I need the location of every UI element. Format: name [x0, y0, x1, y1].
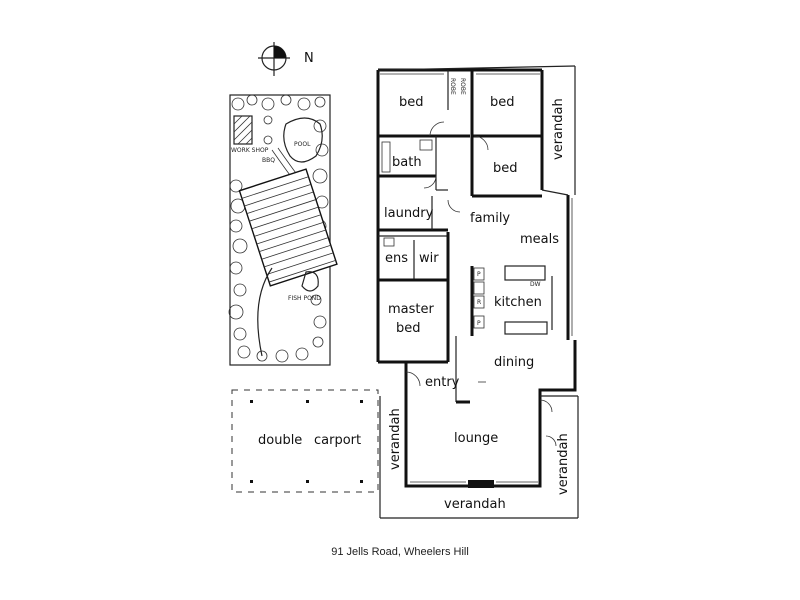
kitchen-bench: [504, 265, 546, 281]
fridge-label: R: [477, 299, 481, 306]
site-house: [238, 168, 338, 287]
windows: [380, 73, 573, 483]
compass-fill: [274, 46, 286, 58]
door-swings: [405, 121, 557, 447]
site-fish-pond-label: FISH POND: [288, 295, 321, 302]
room-wir: wir: [419, 251, 439, 266]
site-pool-label: POOL: [294, 141, 311, 148]
carport-outline: [231, 389, 379, 493]
pantry-label-1: P: [477, 271, 481, 278]
room-bed-2: bed: [490, 95, 515, 110]
room-bed-1: bed: [399, 95, 424, 110]
verandah-right-bottom-label: verandah: [556, 433, 571, 495]
room-entry: entry: [425, 375, 460, 390]
site-driveway: [257, 267, 273, 357]
address-caption: 91 Jells Road, Wheelers Hill: [331, 546, 469, 558]
compass-north-label: N: [304, 51, 314, 66]
site-plan: WORK SHOP POOL BBQ FISH POND: [228, 94, 338, 366]
room-dining: dining: [494, 355, 534, 370]
dishwasher-label: DW: [530, 281, 541, 288]
room-ens: ens: [385, 251, 408, 266]
east-wall-step: [541, 189, 569, 196]
site-pool: [283, 117, 323, 163]
kitchen-island: [504, 321, 548, 335]
room-lounge: lounge: [454, 431, 498, 446]
site-shrubs: [228, 94, 329, 363]
north-verandah-edge: [377, 65, 576, 71]
site-workshop-label: WORK SHOP: [231, 147, 269, 154]
room-meals: meals: [520, 232, 559, 247]
carport-posts: [250, 400, 363, 483]
house-walls: [376, 65, 577, 488]
room-master-line2: bed: [396, 321, 421, 336]
robe-label-1: ROBE: [449, 78, 456, 95]
site-boundary: [229, 94, 331, 366]
room-master-line1: master: [388, 302, 434, 317]
verandah-left-label: verandah: [388, 408, 403, 470]
room-family: family: [470, 211, 510, 226]
room-bed-3: bed: [493, 161, 518, 176]
fixtures-outline: [381, 139, 486, 383]
site-fish-pond: [301, 271, 319, 292]
fireplace: [468, 480, 494, 488]
room-bath: bath: [392, 155, 422, 170]
carport-label-double: double: [258, 433, 302, 448]
pantry-label-2: P: [477, 320, 481, 327]
verandah-bottom-label: verandah: [444, 497, 506, 512]
compass: N: [258, 42, 314, 76]
site-bbq-label: BBQ: [262, 157, 275, 164]
verandah-right-top-label: verandah: [551, 98, 566, 160]
room-kitchen: kitchen: [494, 295, 542, 310]
verandah-outline: [379, 395, 579, 519]
site-workshop: [233, 115, 253, 145]
carport-label-carport: carport: [314, 433, 361, 448]
room-laundry: laundry: [384, 206, 434, 221]
robe-label-2: ROBE: [459, 78, 466, 95]
site-workshop-hatch: [233, 115, 253, 145]
